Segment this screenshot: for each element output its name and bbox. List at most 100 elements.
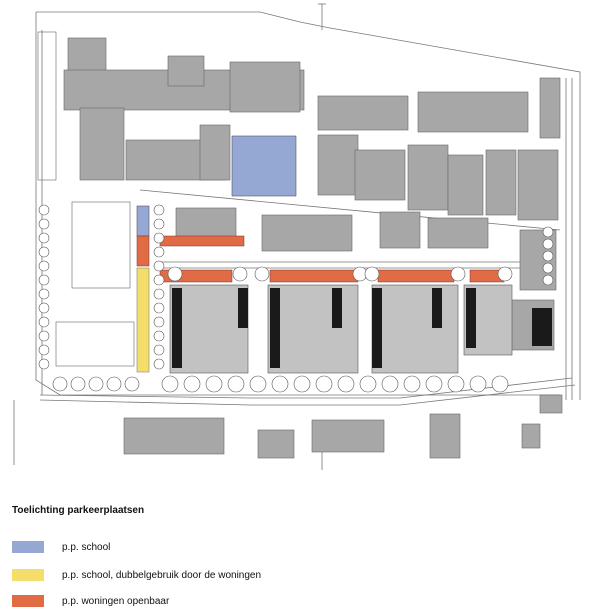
tree [315, 375, 333, 393]
legend-label-public: p.p. woningen openbaar [62, 595, 170, 607]
tree [205, 375, 223, 393]
tree [425, 375, 443, 393]
tree [542, 226, 554, 238]
tree [153, 232, 165, 244]
tree [38, 344, 50, 356]
dark-strip [332, 288, 342, 328]
tree [450, 266, 466, 282]
existing-buildings [63, 37, 563, 459]
tree [38, 218, 50, 230]
tree [38, 330, 50, 342]
tree [153, 316, 165, 328]
building [379, 211, 421, 249]
tree [38, 204, 50, 216]
tree [153, 274, 165, 286]
tree [38, 274, 50, 286]
tree [38, 288, 50, 300]
legend-item-public: p.p. woningen openbaar [12, 594, 169, 608]
school-parking-strip [136, 205, 150, 237]
tree [38, 232, 50, 244]
tree [447, 375, 465, 393]
housing-block [169, 284, 249, 374]
tree [153, 302, 165, 314]
tree [70, 376, 86, 392]
tree [497, 266, 513, 282]
public-parking-strip [269, 269, 359, 283]
tree [337, 375, 355, 393]
building [311, 419, 385, 453]
tree [38, 358, 50, 370]
building [427, 217, 489, 249]
tree [153, 288, 165, 300]
tree [364, 266, 380, 282]
building [429, 413, 461, 459]
parking-lot [55, 321, 135, 367]
tree [153, 358, 165, 370]
tree [88, 376, 104, 392]
tree [124, 376, 140, 392]
tree [542, 238, 554, 250]
sports-field [71, 201, 131, 289]
building [167, 55, 205, 87]
building [521, 423, 541, 449]
building [517, 149, 559, 221]
tree [249, 375, 267, 393]
legend-swatch-public [12, 595, 44, 607]
tree [232, 266, 248, 282]
tree [403, 375, 421, 393]
tree [254, 266, 270, 282]
dark-strip [372, 288, 382, 368]
school-parking-lot [231, 135, 297, 197]
public-parking-strip [159, 235, 245, 247]
tree [153, 218, 165, 230]
building [539, 77, 561, 139]
legend-label-shared: p.p. school, dubbelgebruik door de wonin… [62, 569, 262, 581]
dark-strip [172, 288, 182, 368]
housing-dark-strips [172, 288, 552, 368]
tree [271, 375, 289, 393]
legend-item-shared: p.p. school, dubbelgebruik door de wonin… [12, 568, 261, 582]
tree [106, 376, 122, 392]
building [123, 417, 225, 455]
dark-strip [532, 308, 552, 346]
building [407, 144, 449, 211]
dark-strip [238, 288, 248, 328]
tree [153, 260, 165, 272]
building [67, 37, 107, 77]
tree [183, 375, 201, 393]
building [539, 394, 563, 414]
tree [542, 262, 554, 274]
building [447, 154, 484, 216]
left-parking-fields [37, 31, 135, 367]
tree [38, 246, 50, 258]
dark-strip [270, 288, 280, 368]
building [229, 61, 301, 113]
legend-swatch-shared [12, 569, 44, 581]
building [417, 91, 529, 133]
legend-title: Toelichting parkeerplaatsen [12, 505, 145, 516]
public-parking-strip [136, 235, 150, 267]
building [317, 134, 359, 196]
tree [153, 344, 165, 356]
building [485, 149, 517, 216]
building [199, 124, 231, 181]
building [257, 429, 295, 459]
dark-strip [432, 288, 442, 328]
tree [359, 375, 377, 393]
housing-block [267, 284, 359, 374]
tree [52, 376, 68, 392]
shared-parking-strip [136, 267, 150, 373]
legend-item-school: p.p. school [12, 540, 110, 554]
building [79, 107, 125, 181]
road-outlines [13, 3, 581, 470]
building [354, 149, 406, 201]
tree [542, 274, 554, 286]
tree [153, 204, 165, 216]
tree [161, 375, 179, 393]
tree [293, 375, 311, 393]
tree [38, 260, 50, 272]
public-parking-strip [377, 269, 455, 283]
legend-label-school: p.p. school [62, 541, 111, 553]
tree [38, 302, 50, 314]
housing-block [371, 284, 459, 374]
